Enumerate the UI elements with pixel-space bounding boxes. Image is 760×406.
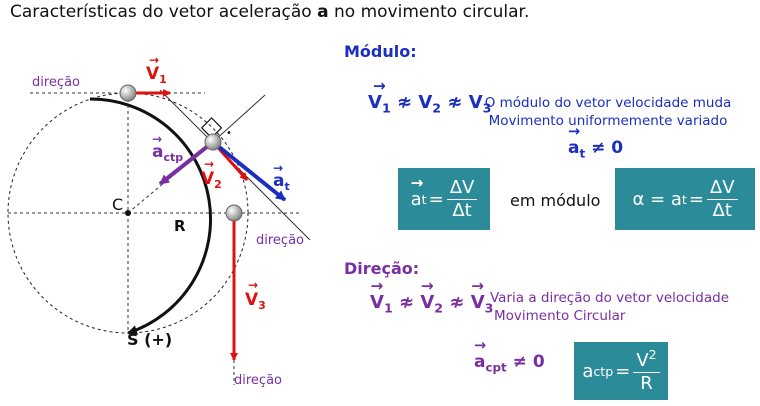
label-s-positive: S (+) — [127, 330, 172, 349]
label-v1: V1 — [146, 64, 167, 86]
right-angle-dot: • — [226, 128, 232, 139]
label-actp: actp — [152, 142, 183, 164]
label-direcao-bottom: direção — [234, 373, 282, 388]
label-at: at — [273, 171, 290, 193]
title-vector-a: a — [317, 0, 329, 22]
label-v2: V2 — [201, 169, 222, 191]
particle-p1 — [119, 84, 137, 102]
em-modulo-text: em módulo — [510, 191, 601, 210]
particle-p2 — [204, 133, 222, 151]
actp-arrow — [158, 140, 215, 186]
at-formula-box: at = ΔV Δt — [398, 168, 490, 230]
modulo-line2: Movimento uniformemente variado — [488, 113, 728, 129]
label-v3: V3 — [245, 290, 266, 312]
direcao-line2: Movimento Circular — [494, 308, 626, 324]
at-arrow — [211, 140, 287, 202]
label-direcao-right: direção — [256, 233, 304, 248]
label-v1-arrow: → — [149, 53, 159, 67]
modulo-heading: Módulo: — [344, 42, 417, 61]
label-radius: R — [174, 217, 186, 235]
circular-motion-diagram: • direção direção direção → V1 → V2 → V3… — [7, 53, 311, 388]
direcao-line1: Varia a direção do vetor velocidade — [490, 290, 730, 306]
direcao-heading: Direção: — [344, 259, 420, 278]
normal-line-p2 — [212, 94, 266, 143]
label-actp-arrow: → — [152, 132, 162, 146]
label-center: C — [112, 195, 123, 214]
label-v3-arrow: → — [248, 278, 258, 292]
label-v2-arrow: → — [204, 157, 214, 171]
modulo-velocity-relation: V1 ≉ V2 ≉ V3 — [368, 78, 491, 116]
label-direcao-top: direção — [32, 75, 80, 90]
trajectory-arc — [89, 97, 213, 335]
title-text: Características do vetor aceleração — [10, 2, 312, 22]
modulo-line1: O módulo do vetor velocidade muda — [484, 95, 732, 111]
particle-p3 — [225, 204, 243, 222]
label-at-arrow: → — [273, 161, 283, 175]
right-angle-marker — [200, 117, 223, 139]
page-title: Características do vetor aceleração a no… — [10, 0, 530, 22]
title-rest: no movimento circular. — [334, 2, 530, 22]
acpt-nonzero: acpt ≠ 0 — [474, 338, 545, 374]
center-point — [125, 210, 131, 216]
at-nonzero: at ≠ 0 — [568, 124, 623, 160]
direcao-velocity-relation: V1 ≉ V2 ≉ V3 — [370, 277, 493, 315]
